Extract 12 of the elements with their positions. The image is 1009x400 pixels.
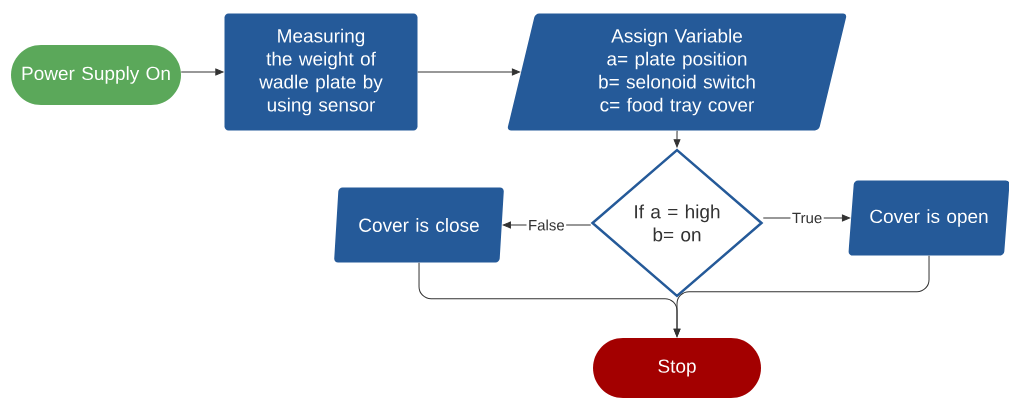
start-terminal: Power Supply On <box>11 45 181 105</box>
arrow <box>180 68 224 76</box>
arrow <box>673 130 681 148</box>
edge-label: False <box>526 218 567 232</box>
arrow <box>417 68 520 76</box>
data-parallelogram: Assign Variable a= plate position b= selonoid switch c= food tray cover <box>507 13 847 131</box>
stop-terminal: Stop <box>593 338 761 398</box>
data-parallelogram: Cover is close <box>334 187 504 263</box>
arrow <box>673 255 930 337</box>
edge-label: True <box>790 211 824 225</box>
process-box: Measuring the weight of wadle plate by using sensor <box>224 13 418 131</box>
data-parallelogram: Cover is open <box>848 180 1009 256</box>
